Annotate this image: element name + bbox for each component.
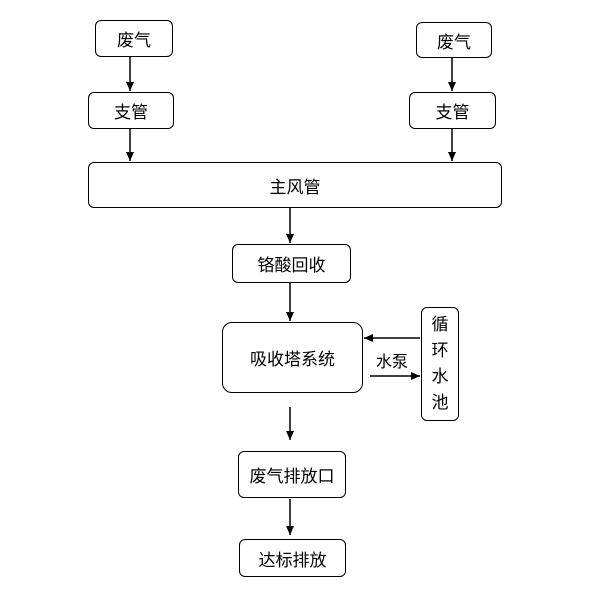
main-duct-node: 主风管 <box>88 162 502 208</box>
exhaust-outlet-node: 废气排放口 <box>238 451 346 498</box>
chromic-acid-recovery-node: 铬酸回收 <box>232 244 351 283</box>
circulating-pool-char-3: 水 <box>431 367 449 387</box>
circulating-pool-node: 循 环 水 池 <box>421 307 459 421</box>
compliant-discharge-node: 达标排放 <box>239 539 346 577</box>
waste-gas-right-node: 废气 <box>416 22 492 58</box>
branch-pipe-left-node: 支管 <box>88 92 174 129</box>
water-pump-label: 水泵 <box>376 352 409 371</box>
circulating-pool-char-2: 环 <box>431 341 449 361</box>
branch-pipe-right-node: 支管 <box>409 92 496 129</box>
circulating-pool-char-4: 池 <box>431 393 449 413</box>
circulating-pool-char-1: 循 <box>431 315 449 335</box>
waste-gas-left-node: 废气 <box>95 20 173 57</box>
absorption-tower-node: 吸收塔系统 <box>222 322 363 393</box>
